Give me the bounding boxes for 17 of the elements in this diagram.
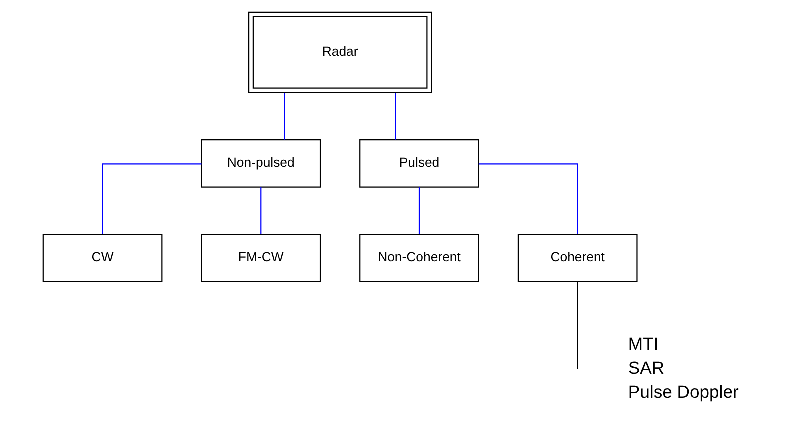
node-box: Pulsed	[360, 139, 480, 188]
connector	[260, 188, 262, 234]
connector	[102, 164, 202, 234]
node-box: Non-pulsed	[201, 139, 322, 188]
connector	[284, 93, 286, 140]
connector	[577, 282, 578, 370]
node-box: Radar	[248, 12, 432, 94]
connector	[395, 93, 396, 140]
node-box: FM-CW	[201, 234, 322, 282]
connector	[418, 188, 420, 234]
label: Pulse Doppler	[628, 382, 739, 402]
label: MTI	[628, 334, 659, 354]
node-box: Coherent	[518, 234, 638, 282]
node-box: Non-Coherent	[360, 234, 480, 282]
connector	[478, 164, 578, 234]
label: SAR	[628, 358, 665, 378]
node-box: CW	[42, 234, 163, 282]
